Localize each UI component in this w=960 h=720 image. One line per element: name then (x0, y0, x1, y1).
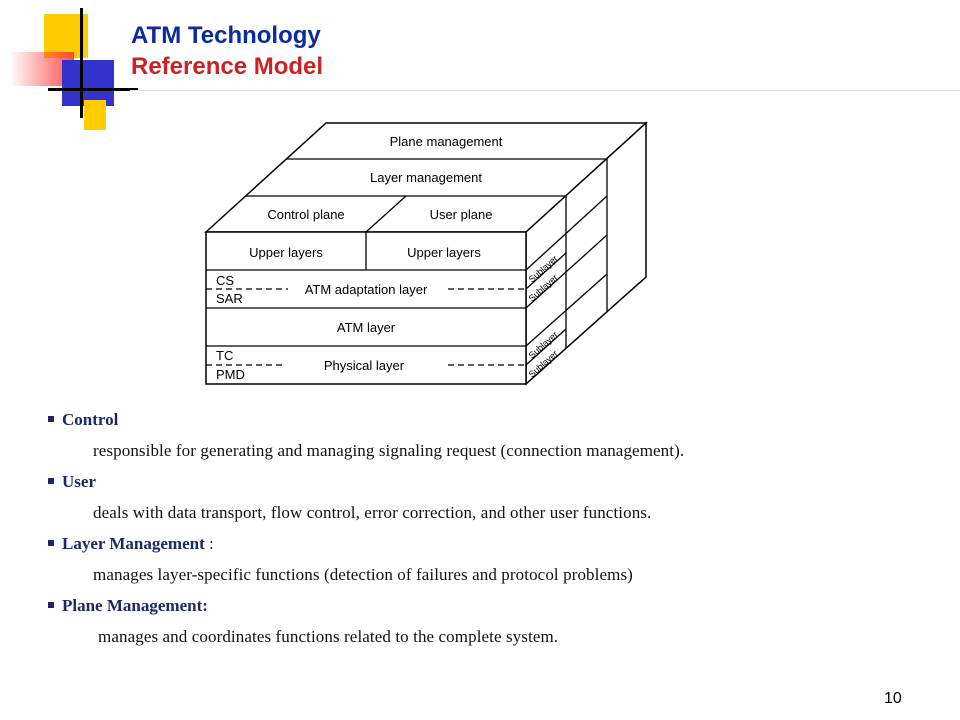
label-tc: TC (216, 348, 233, 363)
label-layer-management: Layer management (370, 170, 482, 185)
bullet-icon (48, 540, 54, 546)
label-upper-layers-left: Upper layers (249, 245, 323, 260)
bullet-icon (48, 416, 54, 422)
note-heading-text: Plane Management: (62, 596, 208, 615)
logo-blue-square (62, 60, 114, 106)
top-plane-divider (365, 195, 407, 233)
label-pmd: PMD (216, 367, 245, 382)
label-user-plane: User plane (430, 207, 493, 222)
logo-vertical-line (80, 8, 83, 118)
right-sublayer-line-1 (525, 252, 567, 290)
right-layer-line-2 (525, 234, 608, 309)
label-atm-layer: ATM layer (337, 320, 396, 335)
title-line-2: Reference Model (131, 53, 324, 80)
note-heading-text: Control (62, 410, 119, 429)
logo-yellow-bar (84, 100, 106, 130)
page-number: 10 (884, 690, 902, 707)
title-line-1: ATM Technology (131, 22, 321, 49)
bullet-icon (48, 602, 54, 608)
note-heading-text: Layer Management (62, 534, 205, 553)
label-plane-management: Plane management (390, 134, 503, 149)
right-layer-line-3 (525, 273, 608, 347)
note-heading-text: User (62, 472, 96, 491)
label-physical-layer: Physical layer (324, 358, 405, 373)
note-heading-control: Control (48, 408, 928, 439)
note-heading-suffix: : (204, 534, 214, 553)
notes-list: Control responsible for generating and m… (48, 408, 928, 656)
note-body-control: responsible for generating and managing … (93, 441, 685, 460)
label-atm-adaptation-layer: ATM adaptation layer (305, 282, 428, 297)
slide-title: ATM Technology Reference Model (131, 20, 323, 82)
note-body-plane-management: manages and coordinates functions relate… (98, 627, 559, 646)
label-control-plane: Control plane (267, 207, 344, 222)
diagram-svg: Plane management Layer management Contro… (204, 121, 648, 386)
right-sublayer-line-2 (525, 328, 567, 366)
note-heading-layer-management: Layer Management : (48, 532, 928, 563)
note-heading-plane-management: Plane Management: (48, 594, 928, 625)
label-upper-layers-right: Upper layers (407, 245, 481, 260)
note-body-layer-management: manages layer-specific functions (detect… (93, 565, 633, 584)
bullet-icon (48, 478, 54, 484)
label-cs: CS (216, 273, 234, 288)
note-heading-user: User (48, 470, 928, 501)
atm-reference-model-diagram: Plane management Layer management Contro… (196, 117, 656, 394)
logo-horizontal-line (48, 88, 138, 91)
slide-logo (0, 0, 140, 140)
title-rule (130, 90, 960, 91)
note-body-user: deals with data transport, flow control,… (93, 503, 652, 522)
right-layer-line-1 (525, 195, 608, 271)
label-sar: SAR (216, 291, 243, 306)
